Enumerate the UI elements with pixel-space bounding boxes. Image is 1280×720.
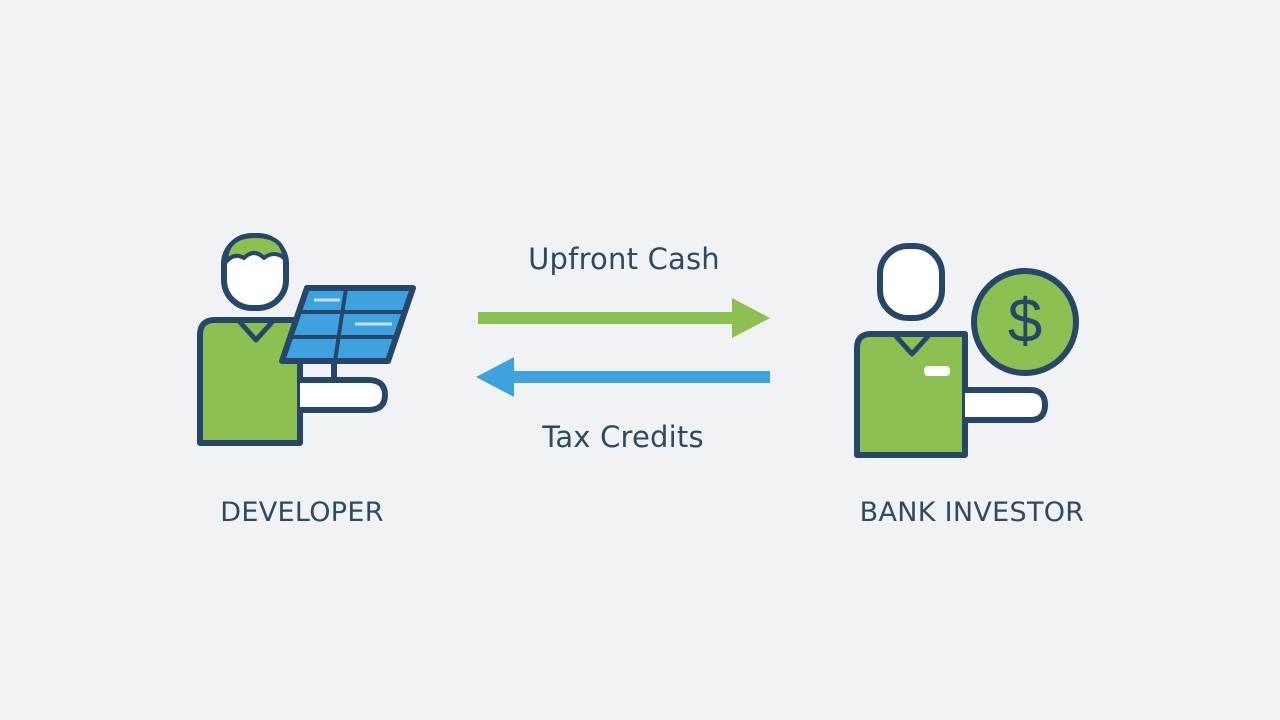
svg-text:$: $: [1008, 287, 1042, 356]
bank-investor-icon: $: [854, 243, 1079, 458]
arrow-left-icon: [476, 357, 770, 397]
bank-investor-label: BANK INVESTOR: [859, 497, 1085, 528]
arrow-right-icon: [478, 298, 770, 338]
dollar-coin-icon: $: [971, 268, 1079, 376]
tax-credits-label: Tax Credits: [542, 420, 704, 454]
developer-icon: [197, 233, 416, 446]
upfront-cash-label: Upfront Cash: [528, 242, 720, 276]
developer-label: DEVELOPER: [220, 497, 384, 528]
